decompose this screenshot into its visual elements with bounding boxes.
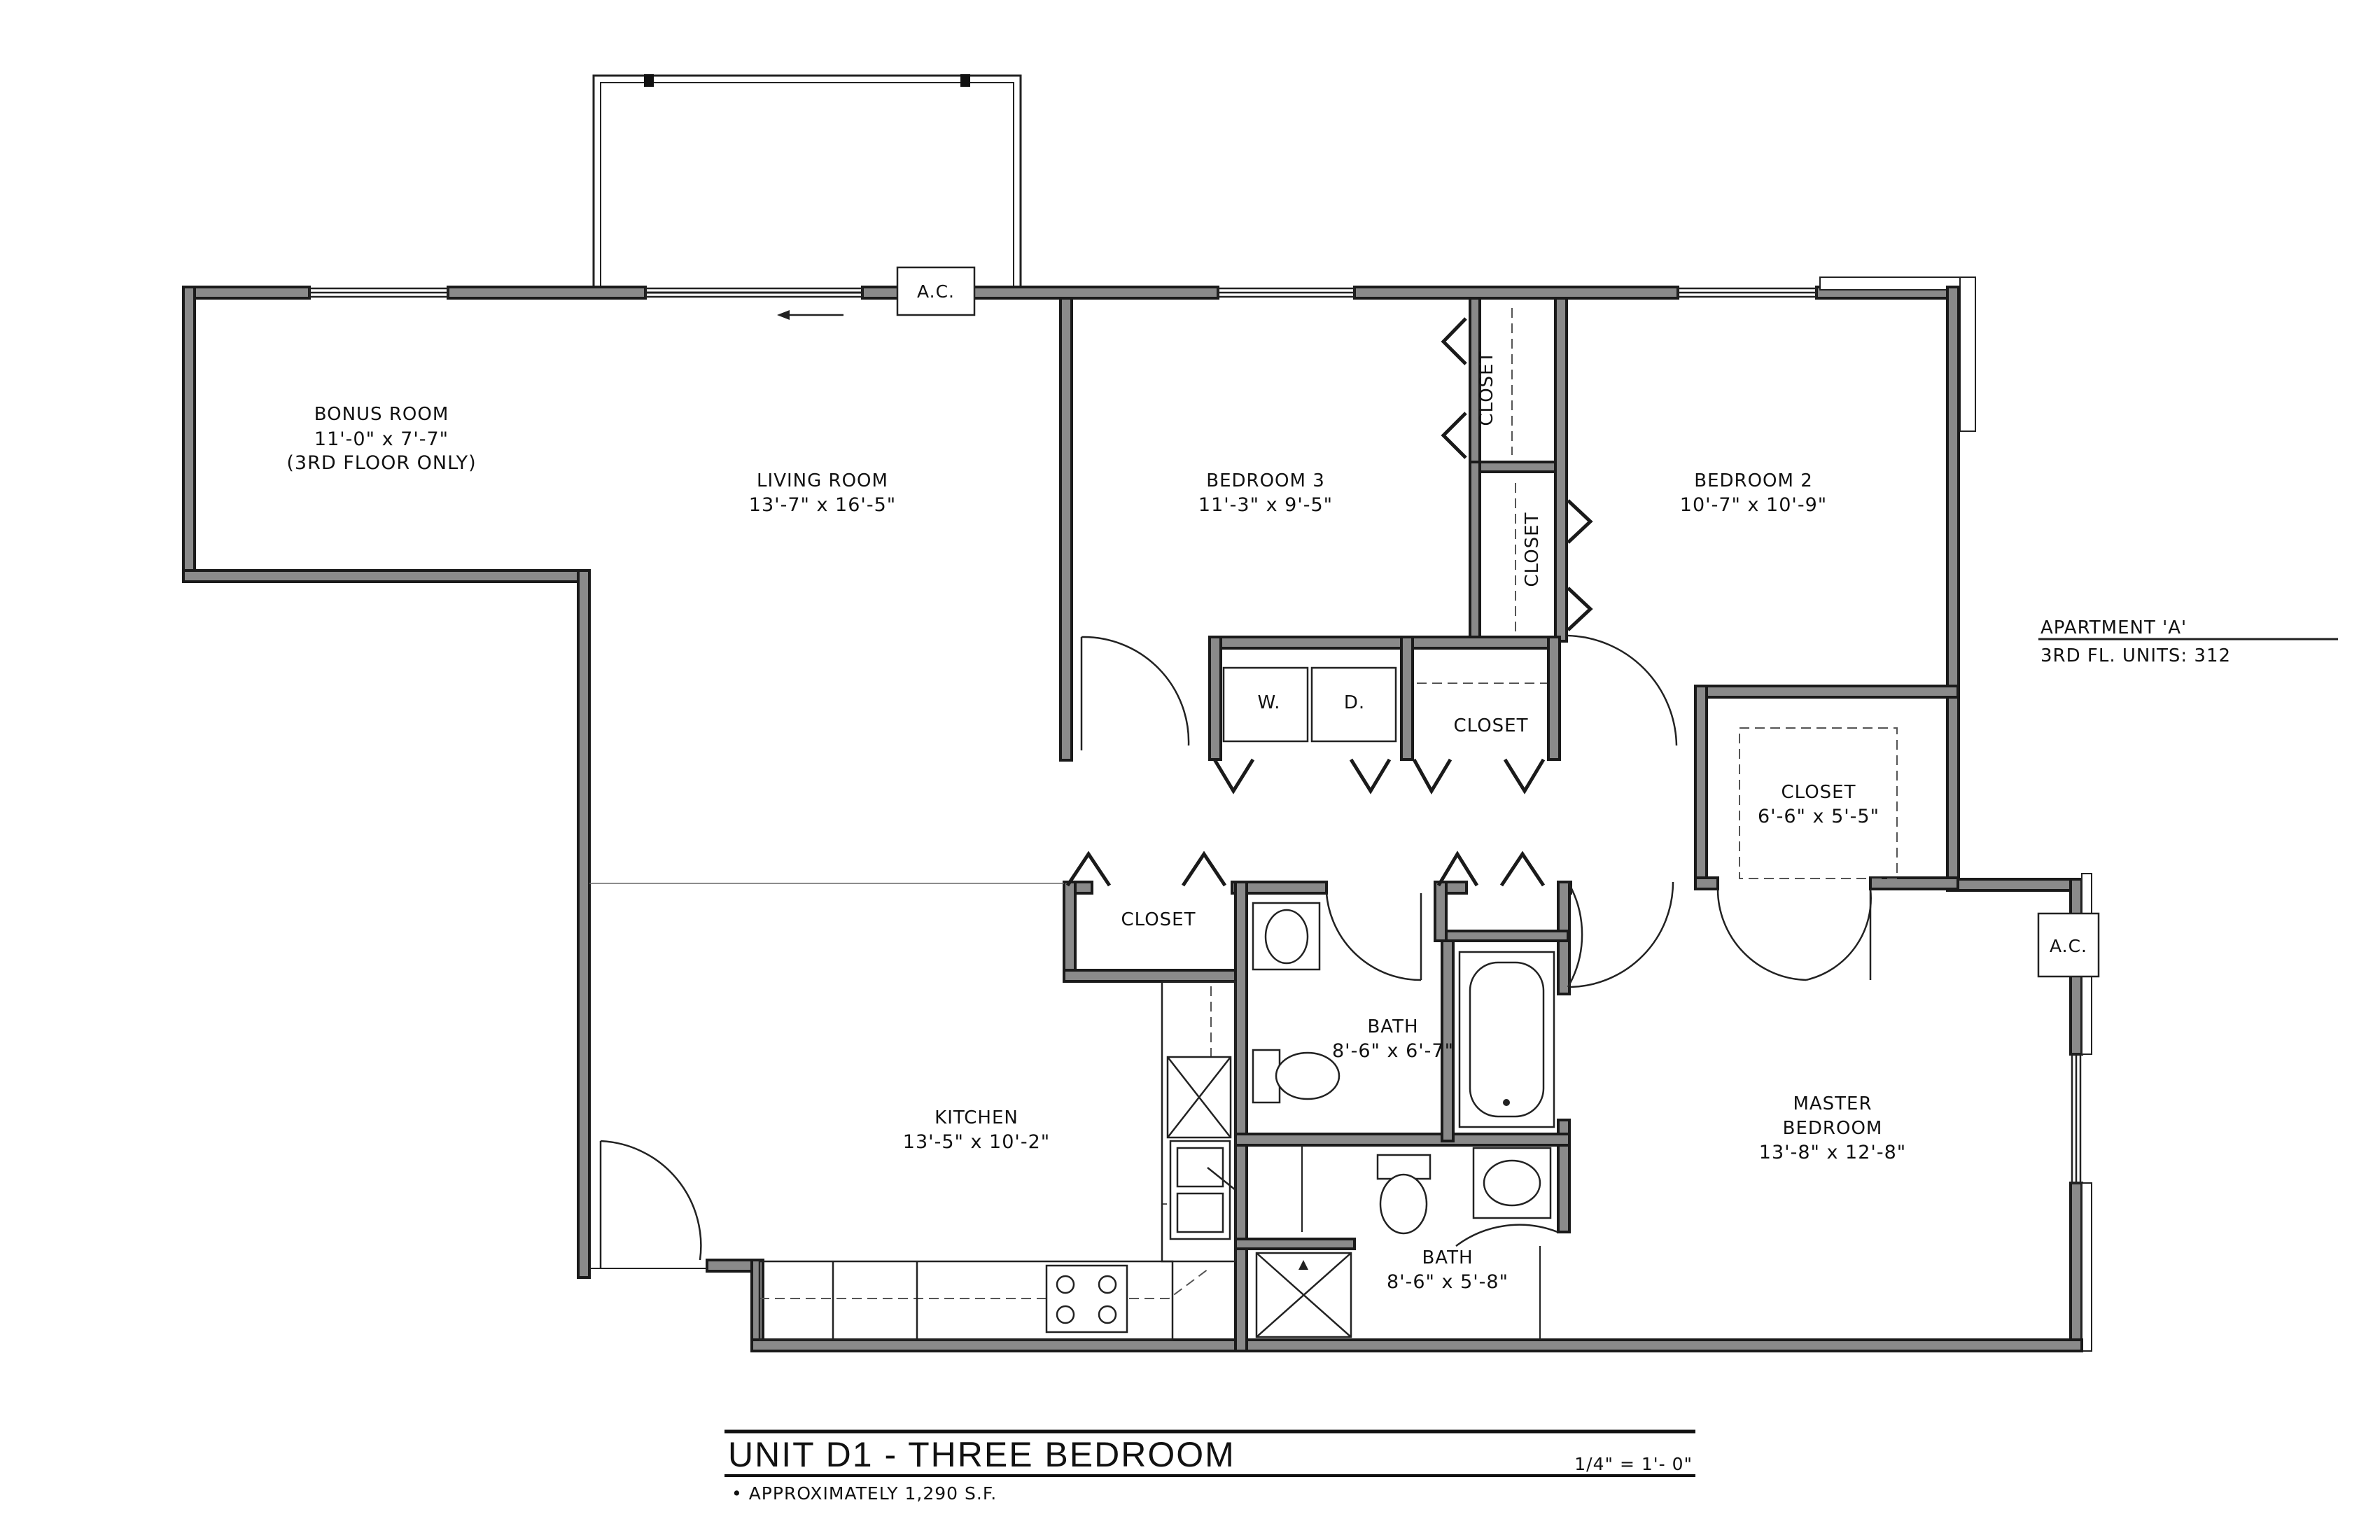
doors <box>599 634 1872 1268</box>
approx-area: • APPROXIMATELY 1,290 S.F. <box>732 1483 997 1504</box>
kitchen-name: KITCHEN <box>934 1107 1018 1128</box>
apartment-note: APARTMENT 'A' 3RD FL. UNITS: 312 <box>2038 617 2338 666</box>
master-bedroom-dim: 13'-8" x 12'-8" <box>1759 1142 1906 1163</box>
ac-units: A.C. A.C. <box>896 266 2100 978</box>
closet-label-bed2: CLOSET <box>1522 512 1543 587</box>
bedroom3-name: BEDROOM 3 <box>1206 470 1325 491</box>
ac-label-top: A.C. <box>917 281 955 302</box>
bedroom2-dim: 10'-7" x 10'-9" <box>1680 494 1827 516</box>
annotation-lines <box>589 308 1898 1341</box>
master-bedroom-name-line1: MASTER <box>1793 1093 1872 1114</box>
bifold-doors <box>1065 317 1593 887</box>
kitchen-dim: 13'-5" x 10'-2" <box>903 1131 1050 1153</box>
bath2-name: BATH <box>1422 1247 1473 1268</box>
closet-label-hall: CLOSET <box>1454 715 1529 736</box>
interior-walls <box>1059 297 1959 1352</box>
fixtures <box>832 666 1555 1340</box>
balcony <box>592 74 1022 294</box>
closet-label-bed3: CLOSET <box>1476 351 1497 426</box>
master-closet-name: CLOSET <box>1782 782 1856 803</box>
bedroom2-name: BEDROOM 2 <box>1694 470 1813 491</box>
unit-title: UNIT D1 - THREE BEDROOM <box>728 1435 1236 1474</box>
apartment-title: APARTMENT 'A' <box>2040 617 2187 638</box>
washer-label: W. <box>1258 692 1281 713</box>
bath2-dim: 8'-6" x 5'-8" <box>1387 1271 1508 1293</box>
exterior-walls <box>182 276 2092 1352</box>
living-room-dim: 13'-7" x 16'-5" <box>749 494 896 516</box>
bonus-room-name: BONUS ROOM <box>314 404 449 425</box>
ac-label-right: A.C. <box>2050 936 2087 956</box>
scale-label: 1/4" = 1'- 0" <box>1574 1454 1693 1474</box>
bedroom3-dim: 11'-3" x 9'-5" <box>1198 494 1333 516</box>
master-bedroom-name-line2: BEDROOM <box>1783 1118 1883 1139</box>
ac-unit-right <box>2037 912 2100 978</box>
bonus-room-note: (3RD FLOOR ONLY) <box>286 452 476 474</box>
master-closet-dim: 6'-6" x 5'-5" <box>1758 806 1879 827</box>
ac-unit-top <box>896 266 976 316</box>
room-labels: BONUS ROOM 11'-0" x 7'-7" (3RD FLOOR ONL… <box>286 351 1906 1294</box>
apartment-units: 3RD FL. UNITS: 312 <box>2040 645 2231 666</box>
living-room-name: LIVING ROOM <box>757 470 888 491</box>
bath1-name: BATH <box>1367 1016 1418 1037</box>
dryer-label: D. <box>1344 692 1365 713</box>
bath1-dim: 8'-6" x 6'-7" <box>1332 1040 1454 1062</box>
bonus-room-dim: 11'-0" x 7'-7" <box>314 428 449 450</box>
title-block: UNIT D1 - THREE BEDROOM 1/4" = 1'- 0" • … <box>724 1429 1695 1504</box>
closet-label-kitchen: CLOSET <box>1121 909 1196 930</box>
